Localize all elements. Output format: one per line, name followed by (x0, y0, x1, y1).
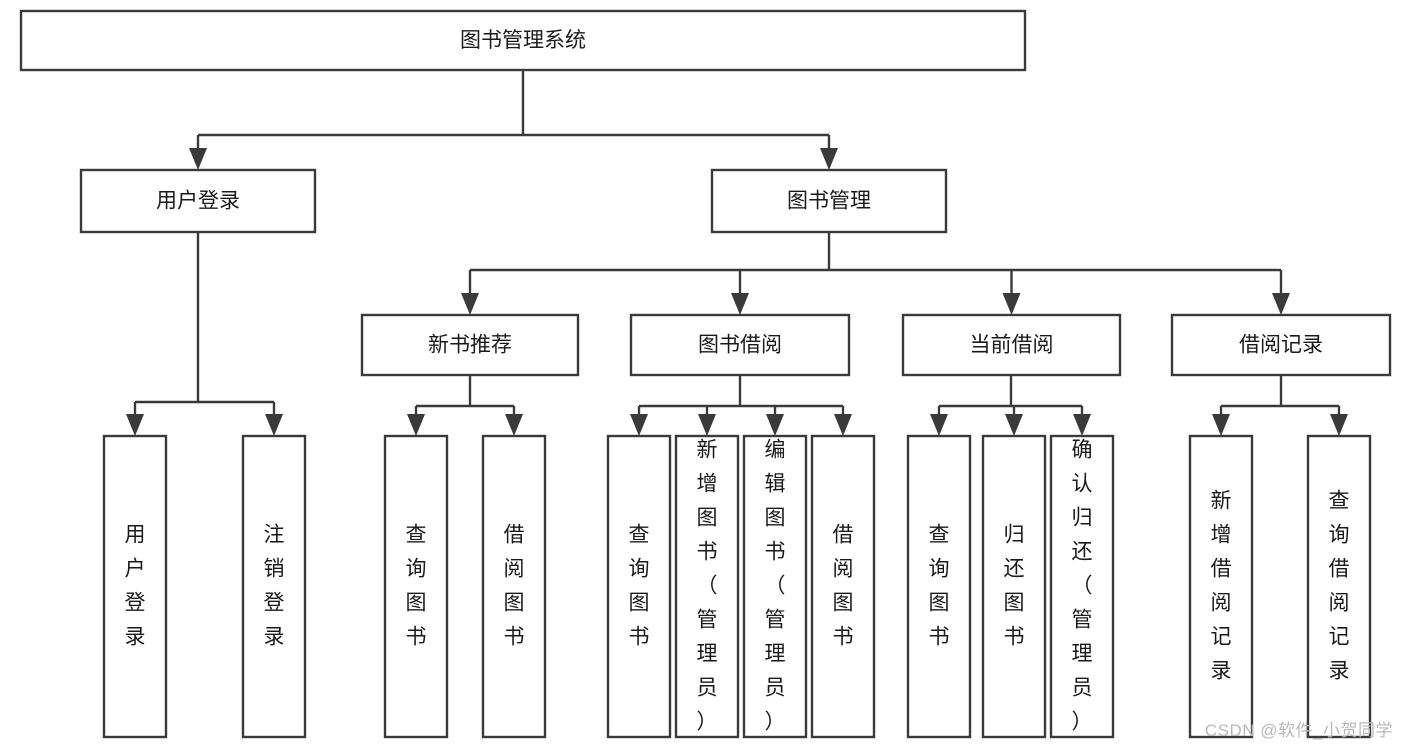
node-leaf-query-book-borrow[interactable]: 查询图书 (606, 434, 672, 739)
node-leaf-query-borrow-record-box[interactable] (1306, 434, 1372, 739)
node-new-book-recommend-label: 新书推荐 (428, 334, 512, 357)
connector-arrowhead (265, 414, 283, 436)
connector-arrowhead (698, 414, 716, 436)
connector-arrowhead (731, 293, 749, 315)
node-leaf-confirm-return-admin-box[interactable] (1049, 434, 1115, 739)
connector-arrowhead (1330, 414, 1348, 436)
connector-arrowhead (461, 293, 479, 315)
connector-arrowhead (1212, 414, 1230, 436)
node-borrow-record-label: 借阅记录 (1239, 334, 1323, 357)
node-leaf-query-book-current-label: 查询图书 (929, 523, 950, 648)
node-leaf-borrow-book[interactable]: 借阅图书 (810, 434, 876, 739)
node-root-system-box[interactable] (19, 9, 1027, 72)
node-leaf-edit-book-admin-label: 编辑图书（管理员） (765, 438, 786, 733)
connector-arrowhead (1005, 414, 1023, 436)
node-book-borrow-label: 图书借阅 (698, 334, 782, 357)
node-root-system[interactable]: 图书管理系统 (19, 9, 1027, 72)
node-root-system-label: 图书管理系统 (460, 29, 586, 52)
node-leaf-add-book-admin-label: 新增图书（管理员） (697, 438, 718, 733)
node-current-borrow[interactable]: 当前借阅 (901, 313, 1122, 377)
node-book-management-box[interactable] (710, 168, 948, 234)
node-leaf-return-book-box[interactable] (981, 434, 1047, 739)
node-new-book-recommend[interactable]: 新书推荐 (360, 313, 580, 377)
node-book-borrow-box[interactable] (629, 313, 851, 377)
connector-arrowhead (834, 414, 852, 436)
node-leaf-confirm-return-admin[interactable]: 确认归还（管理员） (1049, 434, 1115, 739)
node-book-management[interactable]: 图书管理 (710, 168, 948, 234)
connector-group-borrow-record (1212, 375, 1348, 436)
connector-arrowhead (766, 414, 784, 436)
node-leaf-borrow-book-label: 借阅图书 (833, 523, 854, 648)
node-leaf-user-login[interactable]: 用户登录 (102, 434, 168, 739)
connector-arrowhead (930, 414, 948, 436)
node-leaf-query-book-borrow-box[interactable] (606, 434, 672, 739)
node-leaf-edit-book-admin-box[interactable] (742, 434, 808, 739)
node-current-borrow-box[interactable] (901, 313, 1122, 377)
connector-group-new-book-recommend (407, 375, 523, 436)
node-leaf-query-borrow-record-label: 查询借阅记录 (1329, 489, 1350, 682)
nodes-layer: 图书管理系统用户登录图书管理新书推荐图书借阅当前借阅借阅记录用户登录注销登录查询… (19, 9, 1392, 739)
connector-arrowhead (505, 414, 523, 436)
connector-arrowhead (1073, 414, 1091, 436)
node-leaf-borrow-book-recommend-box[interactable] (481, 434, 547, 739)
node-user-login-label: 用户登录 (156, 190, 240, 213)
node-leaf-query-book-borrow-label: 查询图书 (629, 523, 650, 648)
connector-arrowhead (820, 148, 838, 170)
connector-group-book-management (461, 232, 1290, 315)
node-leaf-return-book-label: 归还图书 (1004, 523, 1025, 648)
node-leaf-user-login-box[interactable] (102, 434, 168, 739)
node-leaf-borrow-book-box[interactable] (810, 434, 876, 739)
node-leaf-query-book-recommend[interactable]: 查询图书 (383, 434, 449, 739)
connector-arrowhead (126, 414, 144, 436)
node-leaf-borrow-book-recommend[interactable]: 借阅图书 (481, 434, 547, 739)
node-borrow-record[interactable]: 借阅记录 (1170, 313, 1392, 377)
connector-group-root (189, 70, 838, 170)
connector-group-user-login (126, 232, 283, 436)
node-user-login-box[interactable] (79, 168, 317, 234)
edges-layer (126, 70, 1348, 436)
node-leaf-query-book-current[interactable]: 查询图书 (906, 434, 972, 739)
node-book-borrow[interactable]: 图书借阅 (629, 313, 851, 377)
node-book-management-label: 图书管理 (787, 190, 871, 213)
node-current-borrow-label: 当前借阅 (970, 334, 1054, 357)
node-user-login[interactable]: 用户登录 (79, 168, 317, 234)
connector-arrowhead (1272, 293, 1290, 315)
node-leaf-query-book-recommend-label: 查询图书 (406, 523, 427, 648)
node-leaf-add-book-admin[interactable]: 新增图书（管理员） (674, 434, 740, 739)
node-new-book-recommend-box[interactable] (360, 313, 580, 377)
node-leaf-logout-label: 注销登录 (264, 523, 285, 648)
node-leaf-user-login-label: 用户登录 (125, 523, 146, 648)
node-borrow-record-box[interactable] (1170, 313, 1392, 377)
node-leaf-add-book-admin-box[interactable] (674, 434, 740, 739)
node-leaf-add-borrow-record[interactable]: 新增借阅记录 (1188, 434, 1254, 739)
connector-group-book-borrow (630, 375, 852, 436)
connector-arrowhead (189, 148, 207, 170)
node-leaf-query-book-current-box[interactable] (906, 434, 972, 739)
node-leaf-query-book-recommend-box[interactable] (383, 434, 449, 739)
node-leaf-return-book[interactable]: 归还图书 (981, 434, 1047, 739)
node-leaf-logout[interactable]: 注销登录 (241, 434, 307, 739)
node-leaf-logout-box[interactable] (241, 434, 307, 739)
node-leaf-edit-book-admin[interactable]: 编辑图书（管理员） (742, 434, 808, 739)
connector-arrowhead (1002, 293, 1021, 315)
node-leaf-confirm-return-admin-label: 确认归还（管理员） (1072, 438, 1093, 733)
node-leaf-borrow-book-recommend-label: 借阅图书 (504, 523, 525, 648)
node-leaf-query-borrow-record[interactable]: 查询借阅记录 (1306, 434, 1372, 739)
node-leaf-add-borrow-record-label: 新增借阅记录 (1211, 489, 1232, 682)
connector-arrowhead (407, 414, 425, 436)
node-leaf-add-borrow-record-box[interactable] (1188, 434, 1254, 739)
connector-group-current-borrow (930, 375, 1091, 436)
connector-arrowhead (630, 414, 648, 436)
